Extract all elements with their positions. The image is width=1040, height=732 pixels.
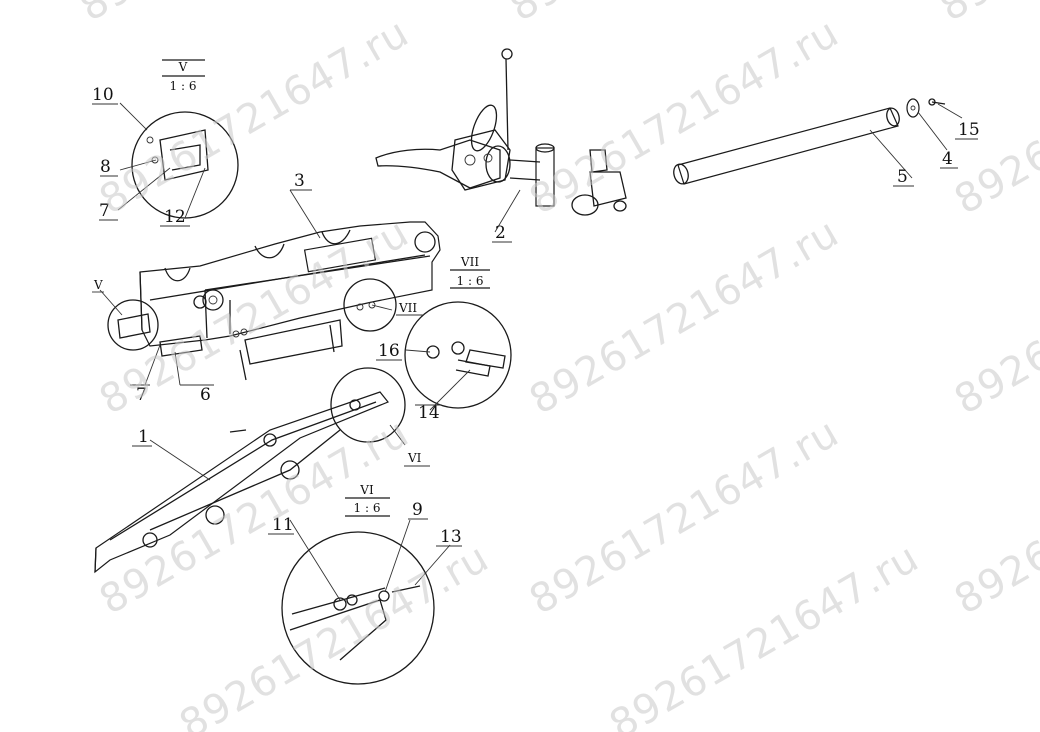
detail-v-marker — [107, 299, 159, 351]
lever-assembly — [375, 48, 627, 216]
watermark-6: 89261721647.ru — [522, 410, 847, 624]
watermark-7: 89261721647.ru — [947, 10, 1040, 224]
callout-6: 6 — [200, 385, 211, 405]
callout-3: 3 — [294, 171, 305, 191]
callout-12: 12 — [164, 207, 186, 227]
detail-v-mark: V — [93, 278, 103, 292]
callout-13: 13 — [440, 527, 462, 547]
callout-11: 11 — [272, 515, 294, 535]
watermark-8: 89261721647.ru — [947, 210, 1040, 424]
callout-4: 4 — [942, 149, 953, 169]
callout-2: 2 — [495, 223, 506, 243]
detail-vii — [343, 269, 512, 409]
callout-10: 10 — [92, 85, 114, 105]
callout-7-bottom: 7 — [136, 385, 147, 405]
callout-5: 5 — [897, 167, 908, 187]
detail-labels: V 1 : 6 V VII 1 : 6 VII VI 1 : 6 VI — [92, 60, 483, 515]
detail-vii-mark: VII — [398, 301, 417, 315]
detail-v-title: V — [178, 60, 188, 74]
watermark-10: 89261721647.ru — [172, 535, 497, 732]
detail-vii-scale: 1 : 6 — [457, 274, 484, 288]
detail-vi-mark: VI — [407, 451, 422, 465]
detail-vi-title: VI — [359, 483, 374, 497]
watermark-14: 89261721647.ru — [932, 0, 1040, 31]
watermark-11: 89261721647.ru — [602, 535, 927, 732]
callout-14: 14 — [418, 403, 440, 423]
callout-9: 9 — [412, 500, 423, 520]
detail-vi — [281, 367, 435, 685]
callout-8: 8 — [100, 157, 111, 177]
detail-vii-title: VII — [460, 255, 479, 269]
base-arm — [94, 391, 389, 574]
callouts: 10 8 7 12 3 2 5 4 15 6 7 16 14 1 11 9 13 — [92, 85, 980, 547]
detail-v-scale: 1 : 6 — [170, 79, 197, 93]
main-frame — [139, 221, 441, 381]
watermark-9: 89261721647.ru — [947, 410, 1040, 624]
leader-lines — [99, 102, 963, 601]
callout-15: 15 — [958, 120, 980, 140]
watermark-12: 89261721647.ru — [72, 0, 397, 31]
callout-1: 1 — [138, 427, 149, 447]
callout-7-top: 7 — [99, 201, 110, 221]
watermark-1: 89261721647.ru — [92, 10, 417, 224]
watermark-2: 89261721647.ru — [522, 10, 847, 224]
watermark-3: 89261721647.ru — [92, 210, 417, 424]
rod-parts — [673, 98, 946, 185]
detail-vi-scale: 1 : 6 — [354, 501, 381, 515]
watermark-13: 89261721647.ru — [502, 0, 827, 31]
watermark-4: 89261721647.ru — [522, 210, 847, 424]
callout-16: 16 — [378, 341, 400, 361]
